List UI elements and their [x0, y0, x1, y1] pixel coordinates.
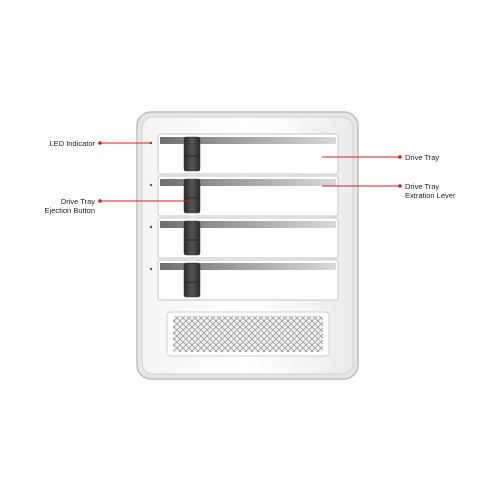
- drive-tray-extraction-lever: [160, 221, 336, 228]
- led-indicator-text: LED Indicator: [49, 139, 95, 148]
- drive-tray-extraction-lever: [160, 137, 336, 144]
- callout-line-ejection-button-dot: [98, 199, 102, 203]
- drive-tray-4: [149, 259, 339, 301]
- led-indicator-dot: [149, 183, 153, 187]
- callout-label-led-indicator: LED Indicator: [40, 139, 95, 148]
- callout-lines: [98, 141, 402, 203]
- drive-tray-ejection-button: [183, 136, 201, 172]
- extraction-lever-text-line2: Extration Lever: [405, 191, 456, 200]
- drive-tray-ejection-button: [183, 262, 201, 298]
- drive-tray-ejection-button: [183, 178, 201, 214]
- extraction-lever-text-line1: Drive Tray: [405, 182, 440, 191]
- drive-tray-extraction-lever: [160, 263, 336, 270]
- drive-tray-text: Drive Tray: [405, 153, 440, 162]
- drive-tray-stack: [149, 133, 339, 301]
- drive-tray-ejection-button: [183, 220, 201, 256]
- callout-line-extraction-lever-dot: [398, 184, 402, 188]
- led-indicator-dot: [149, 225, 153, 229]
- ejection-button-text-line2: Ejection Button: [44, 206, 95, 215]
- drive-tray-2: [149, 175, 339, 217]
- callout-label-drive-tray: Drive Tray: [405, 153, 439, 162]
- callout-line-led-indicator-dot: [98, 141, 102, 145]
- led-indicator-dot: [149, 267, 153, 271]
- callout-line-drive-tray-dot: [398, 155, 402, 159]
- drive-tray-1: [149, 133, 339, 175]
- ejection-button-text-line1: Drive Tray: [60, 197, 95, 206]
- callout-label-ejection-button: Drive Tray Ejection Button: [30, 197, 95, 215]
- drive-tray-extraction-lever: [160, 179, 336, 186]
- ventilation-grille-mesh: [173, 316, 323, 352]
- drive-tray-3: [149, 217, 339, 259]
- callout-label-extraction-lever: Drive Tray Extration Lever: [405, 182, 455, 200]
